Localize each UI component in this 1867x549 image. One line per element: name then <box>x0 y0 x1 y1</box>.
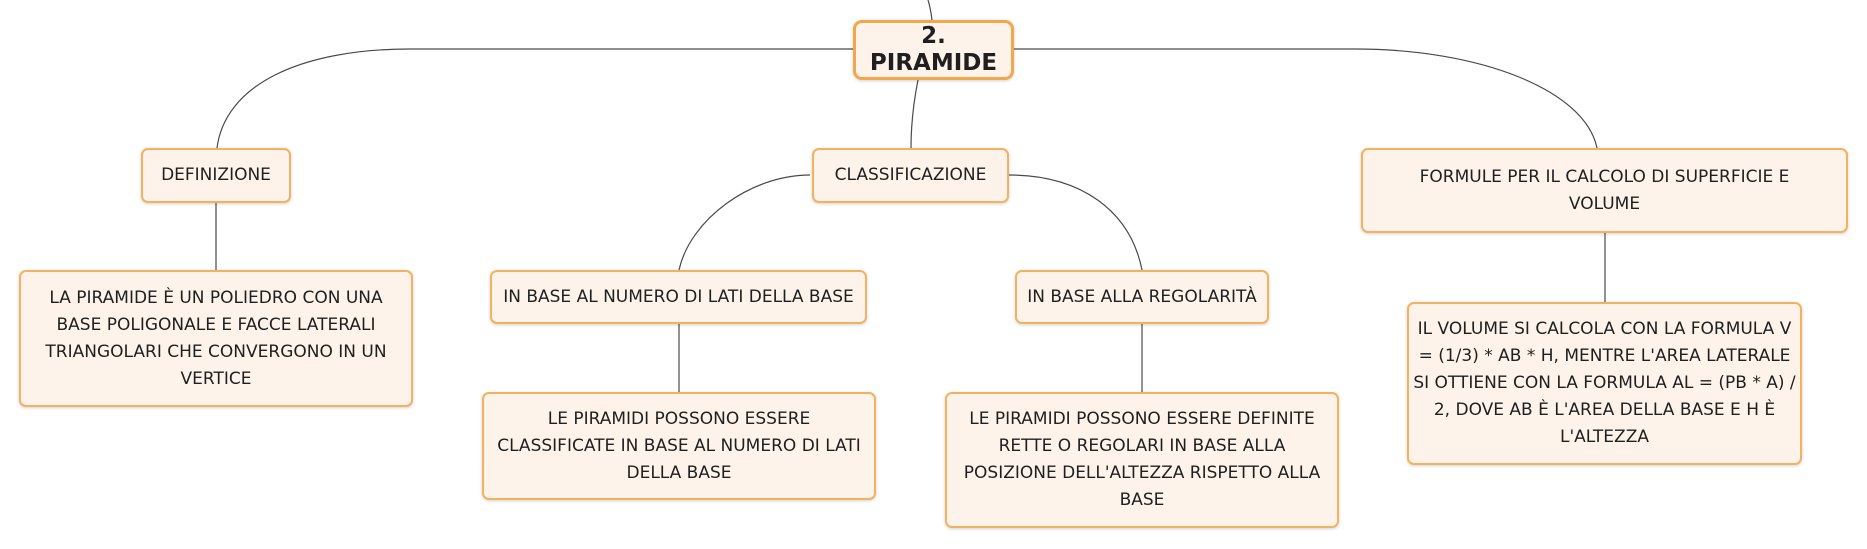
formule-node[interactable]: FORMULE PER IL CALCOLO DI SUPERFICIE E V… <box>1361 148 1848 233</box>
edge-classificazione-lati <box>678 174 811 271</box>
definizione-detail-text: LA PIRAMIDE È UN POLIEDRO CON UNA BASE P… <box>45 287 387 389</box>
edge-parent-root <box>927 0 933 21</box>
regolarita-detail-text: LE PIRAMIDI POSSONO ESSERE DEFINITE RETT… <box>963 409 1321 510</box>
regolarita-node[interactable]: IN BASE ALLA REGOLARITÀ <box>1015 270 1269 324</box>
lati-label: IN BASE AL NUMERO DI LATI DELLA BASE <box>503 286 854 307</box>
lati-detail-text: LE PIRAMIDI POSSONO ESSERE CLASSIFICATE … <box>497 408 861 483</box>
formule-label: FORMULE PER IL CALCOLO DI SUPERFICIE E V… <box>1419 166 1790 214</box>
lati-node[interactable]: IN BASE AL NUMERO DI LATI DELLA BASE <box>490 270 867 324</box>
regolarita-label: IN BASE ALLA REGOLARITÀ <box>1027 286 1257 307</box>
definizione-label: DEFINIZIONE <box>161 165 271 185</box>
definizione-node[interactable]: DEFINIZIONE <box>141 148 291 203</box>
root-label: 2. PIRAMIDE <box>869 23 998 76</box>
edge-root-formule <box>1014 48 1598 149</box>
definizione-detail-node[interactable]: LA PIRAMIDE È UN POLIEDRO CON UNA BASE P… <box>19 270 413 407</box>
formule-detail-node[interactable]: IL VOLUME SI CALCOLA CON LA FORMULA V = … <box>1407 302 1802 465</box>
edge-root-definizione <box>216 48 853 149</box>
edge-classificazione-regolarita <box>1008 174 1143 271</box>
formule-detail-text: IL VOLUME SI CALCOLA CON LA FORMULA V = … <box>1413 319 1796 447</box>
classificazione-node[interactable]: CLASSIFICAZIONE <box>812 148 1009 203</box>
lati-detail-node[interactable]: LE PIRAMIDI POSSONO ESSERE CLASSIFICATE … <box>482 392 876 500</box>
root-node[interactable]: 2. PIRAMIDE <box>853 20 1014 80</box>
classificazione-label: CLASSIFICAZIONE <box>834 165 987 185</box>
edge-root-classificazione <box>910 79 919 149</box>
regolarita-detail-node[interactable]: LE PIRAMIDI POSSONO ESSERE DEFINITE RETT… <box>945 392 1339 528</box>
